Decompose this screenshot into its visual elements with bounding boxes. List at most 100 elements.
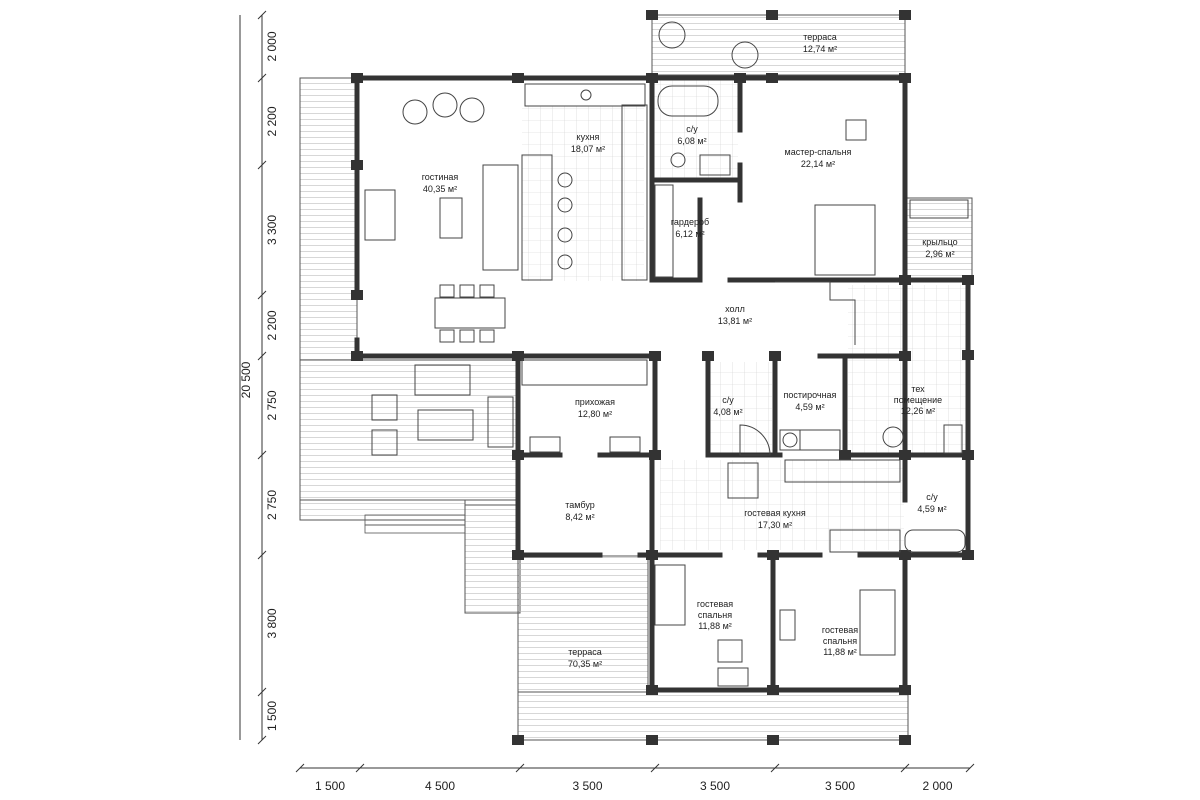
dimension-tick — [257, 73, 267, 83]
room-name: с/у — [686, 124, 698, 134]
wall-post — [512, 351, 524, 361]
dimension-tick — [257, 160, 267, 170]
dimension-label-horizontal: 2 000 — [922, 779, 952, 793]
dimension-tick — [257, 351, 267, 361]
room-area: 12,26 м² — [901, 406, 935, 416]
wall-post — [766, 10, 778, 20]
dimension-label-vertical: 2 200 — [265, 106, 279, 136]
dimension-tick — [257, 687, 267, 697]
room-label-bath-master: с/у 6,08 м² — [677, 124, 706, 146]
wall-post — [351, 73, 363, 83]
wall-post — [899, 10, 911, 20]
dimension-label-vertical: 2 750 — [265, 390, 279, 420]
room-area: 4,08 м² — [713, 407, 742, 417]
room-area: 40,35 м² — [423, 184, 457, 194]
dimension-label-vertical: 1 500 — [265, 701, 279, 731]
wall-post — [766, 73, 778, 83]
room-area: 11,88 м² — [823, 647, 857, 657]
room-area: 6,08 м² — [677, 136, 706, 146]
wall-post — [899, 275, 911, 285]
dimension-label-vertical: 3 800 — [265, 608, 279, 638]
room-area: 4,59 м² — [917, 504, 946, 514]
wall-post — [899, 685, 911, 695]
room-area: 13,81 м² — [718, 316, 752, 326]
room-name: мастер-спальня — [785, 147, 852, 157]
wall-post — [962, 275, 974, 285]
wall-post — [962, 350, 974, 360]
dimension-tick — [515, 763, 525, 773]
room-name: с/у — [926, 492, 938, 502]
room-name: с/у — [722, 395, 734, 405]
room-label-bath-2: с/у 4,08 м² — [713, 395, 742, 417]
wall-post — [351, 290, 363, 300]
room-name: прихожая — [575, 397, 615, 407]
room-area: 2,96 м² — [925, 249, 954, 259]
room-area: 12,74 м² — [803, 44, 837, 54]
wall-post — [962, 450, 974, 460]
room-name: холл — [725, 304, 745, 314]
wall-post — [646, 735, 658, 745]
room-label-laundry: постирочная 4,59 м² — [784, 390, 837, 412]
room-name: гостевая — [697, 599, 733, 609]
dimension-tick — [355, 763, 365, 773]
wall-post — [351, 351, 363, 361]
room-label-porch: крыльцо 2,96 м² — [922, 237, 957, 259]
wall-post — [839, 450, 851, 460]
dimension-tick — [257, 10, 267, 20]
room-area: 11,88 м² — [698, 621, 732, 631]
room-name: гардероб — [671, 217, 709, 227]
wall-post — [646, 73, 658, 83]
room-area: 17,30 м² — [758, 520, 792, 530]
room-name: гостиная — [422, 172, 459, 182]
wall-post — [962, 550, 974, 560]
wall-post — [899, 351, 911, 361]
room-name: кухня — [577, 132, 600, 142]
dimension-label-horizontal: 1 500 — [315, 779, 345, 793]
room-name: спальня — [698, 610, 732, 620]
room-label-living: гостиная 40,35 м² — [422, 172, 459, 194]
room-area: 8,42 м² — [565, 512, 594, 522]
dimension-label-horizontal: 3 500 — [825, 779, 855, 793]
wall-post — [512, 73, 524, 83]
wall-post — [899, 550, 911, 560]
room-name: гостевая кухня — [744, 508, 806, 518]
room-area: 70,35 м² — [568, 659, 602, 669]
wall-post — [646, 685, 658, 695]
room-label-entry: прихожая 12,80 м² — [575, 397, 615, 419]
dimension-label-vertical: 2 000 — [265, 31, 279, 61]
terrace-floor — [299, 14, 973, 741]
dimension-label-total: 20 500 — [239, 361, 253, 398]
wall-post — [767, 685, 779, 695]
furniture — [364, 21, 969, 687]
wall-post — [702, 351, 714, 361]
room-area: 12,80 м² — [578, 409, 612, 419]
room-label-terrace-main: терраса 70,35 м² — [568, 647, 602, 669]
wall-post — [649, 450, 661, 460]
dimension-label-vertical: 2 750 — [265, 490, 279, 520]
room-label-hall: холл 13,81 м² — [718, 304, 752, 326]
room-name: постирочная — [784, 390, 837, 400]
wall-post — [734, 73, 746, 83]
room-area: 4,59 м² — [795, 402, 824, 412]
room-label-bath-3: с/у 4,59 м² — [917, 492, 946, 514]
wall-post — [512, 450, 524, 460]
room-name: терраса — [568, 647, 602, 657]
dimension-tick — [770, 763, 780, 773]
room-name: тех — [911, 384, 925, 394]
wall-post — [767, 550, 779, 560]
dimension-label-vertical: 2 200 — [265, 310, 279, 340]
room-name: спальня — [823, 636, 857, 646]
dimension-tick — [257, 550, 267, 560]
wall-post — [512, 550, 524, 560]
room-name: крыльцо — [922, 237, 957, 247]
wall-posts — [351, 10, 974, 745]
